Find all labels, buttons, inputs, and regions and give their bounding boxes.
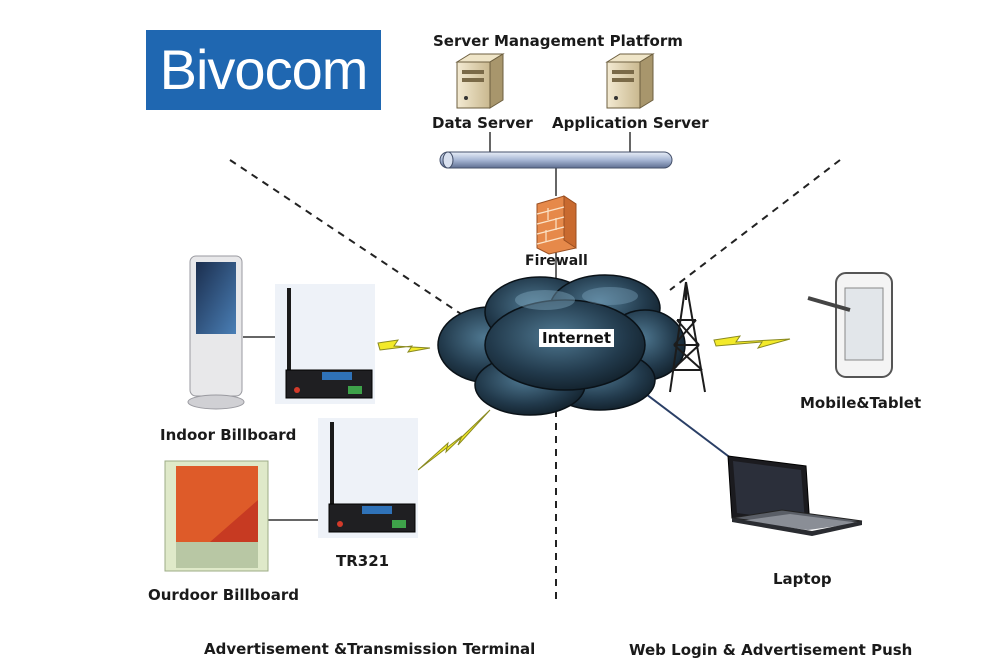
dashed-separators xyxy=(229,159,841,605)
router-model-label: TR321 xyxy=(336,552,390,570)
kiosk-icon xyxy=(187,255,245,410)
router-icon xyxy=(318,418,418,538)
billboard-icon xyxy=(164,460,269,572)
tablet-icon xyxy=(807,272,893,378)
outdoor-billboard-label: Ourdoor Billboard xyxy=(148,586,299,604)
server-bus xyxy=(439,151,673,169)
laptop-label: Laptop xyxy=(773,570,832,588)
server-icon xyxy=(455,53,505,109)
brand-logo: Bivocom xyxy=(146,30,381,110)
firewall-label: Firewall xyxy=(525,253,588,269)
cell-tower-icon xyxy=(669,281,706,393)
firewall-icon xyxy=(536,195,577,255)
connection-lines xyxy=(243,168,741,521)
lightning-icon xyxy=(377,335,791,471)
platform-title: Server Management Platform xyxy=(433,32,683,50)
push-caption: Web Login & Advertisement Push xyxy=(629,641,913,659)
indoor-billboard-label: Indoor Billboard xyxy=(160,426,297,444)
server-icon xyxy=(605,53,655,109)
router-icon xyxy=(275,284,375,404)
data-server-label: Data Server xyxy=(432,114,533,132)
laptop-icon xyxy=(727,455,863,536)
terminal-caption: Advertisement &Transmission Terminal xyxy=(204,640,536,658)
internet-label: Internet xyxy=(539,329,615,347)
app-server-label: Application Server xyxy=(552,114,709,132)
mobile-tablet-label: Mobile&Tablet xyxy=(800,394,922,412)
